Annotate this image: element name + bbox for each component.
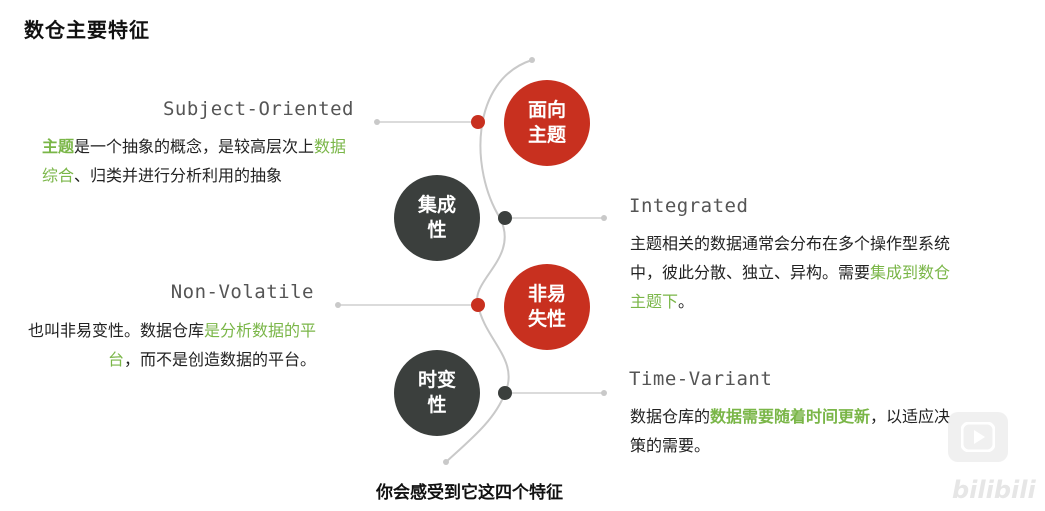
feature-title-integrated: Integrated	[629, 195, 749, 217]
desc-part: 集成到数仓主题下	[630, 263, 951, 311]
desc-part: 数据综合	[42, 137, 347, 185]
node-subject	[471, 115, 485, 129]
bilibili-logo: bilibili	[952, 476, 1036, 504]
desc-part: 数据仓库的	[630, 407, 711, 426]
desc-part: ，而不是创造数据的平台。	[123, 350, 316, 369]
circle-non-volatile: 非易失性	[504, 264, 590, 350]
circle-time-variant: 时变性	[394, 350, 480, 436]
desc-part: 是一个抽象的概念，是较高层次上	[74, 137, 315, 156]
desc-part: ，以适应决策的需要。	[630, 407, 951, 455]
node-timevariant	[498, 386, 512, 400]
feature-title-non-volatile: Non-Volatile	[170, 281, 314, 303]
play-button[interactable]	[948, 412, 1008, 462]
video-subtitle: 你会感受到它这四个特征	[376, 483, 563, 503]
feature-desc-non-volatile: 也叫非易变性。数据仓库是分析数据的平台，而不是创造数据的平台。	[24, 316, 316, 374]
feature-title-subject-oriented: Subject-Oriented	[162, 98, 354, 120]
backbone-bottom-dot	[443, 459, 449, 465]
circle-integrated: 集成性	[394, 175, 480, 261]
node-integrated	[498, 211, 512, 225]
backbone-top-dot	[529, 57, 535, 63]
feature-desc-integrated: 主题相关的数据通常会分布在多个操作型系统中，彼此分散、独立、异构。需要集成到数仓…	[630, 229, 965, 316]
play-icon	[961, 422, 995, 452]
feature-desc-time-variant: 数据仓库的数据需要随着时间更新，以适应决策的需要。	[630, 402, 965, 460]
circle-subject-oriented: 面向主题	[504, 80, 590, 166]
page-title: 数仓主要特征	[24, 18, 150, 42]
connector-end-subject	[374, 119, 380, 125]
connector-end-integrated	[601, 215, 607, 221]
desc-part: 。	[678, 292, 695, 311]
backbone-curve	[445, 59, 533, 463]
connector-end-nonvolatile	[335, 302, 341, 308]
feature-title-time-variant: Time-Variant	[629, 368, 773, 390]
desc-part: 是分析数据的平台	[107, 321, 316, 369]
desc-part: 也叫非易变性。数据仓库	[27, 321, 204, 340]
desc-part: 主题相关的数据通常会分布在多个操作型系统中，彼此分散、独立、异构。需要	[630, 234, 951, 282]
feature-desc-subject-oriented: 主题是一个抽象的概念，是较高层次上数据综合、归类并进行分析利用的抽象	[42, 132, 362, 190]
connector-end-timevariant	[601, 390, 607, 396]
node-nonvolatile	[471, 298, 485, 312]
desc-part: 主题	[42, 137, 75, 156]
desc-part: 、归类并进行分析利用的抽象	[74, 166, 283, 185]
desc-part: 数据需要随着时间更新	[710, 407, 871, 426]
